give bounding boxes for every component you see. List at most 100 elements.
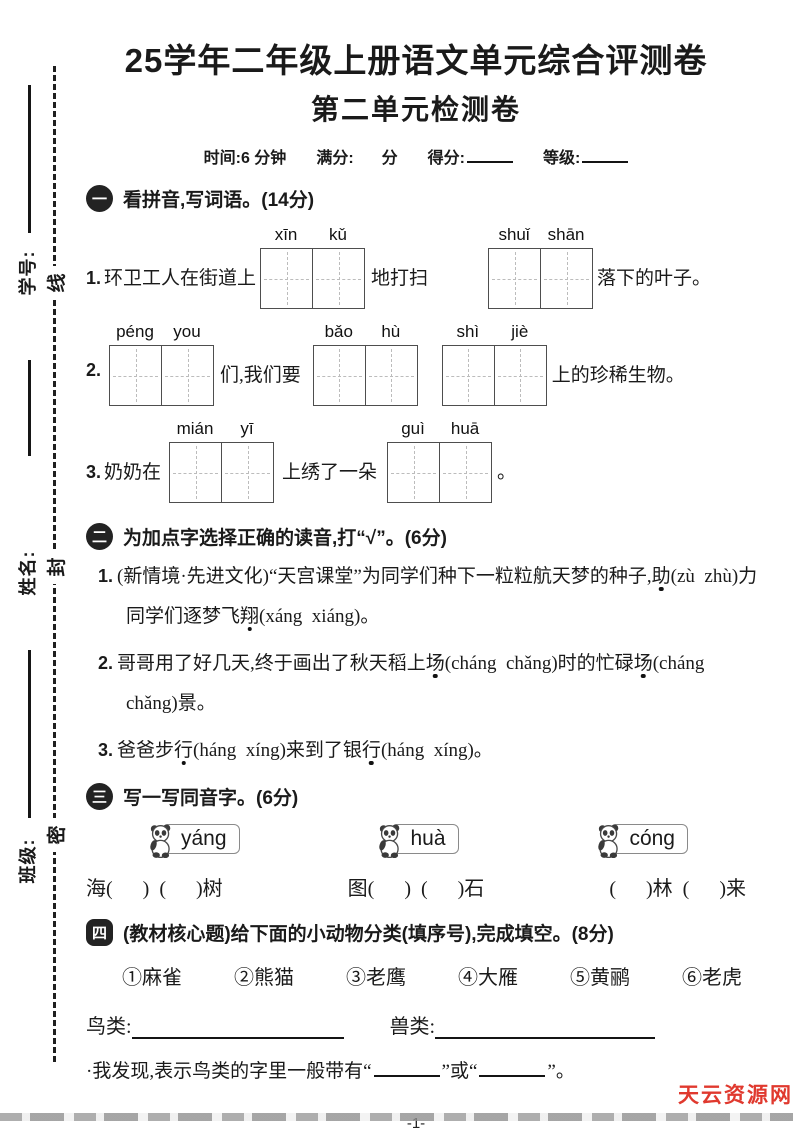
writing-cell[interactable] <box>221 443 273 502</box>
pinyin-tag-label: huà <box>410 827 446 850</box>
beast-answer-blank[interactable] <box>435 1015 656 1039</box>
section-3-header: 三 写一写同音字。(6分) <box>86 783 746 810</box>
writing-box-pair: mián yī <box>169 419 275 503</box>
animal-options-row: ①麻雀 ②熊猫 ③老鹰 ④大雁 ⑤黄鹂 ⑥老虎 <box>86 961 746 990</box>
student-id-blank-line[interactable] <box>28 85 31 233</box>
watermark: 天云资源网 <box>678 1084 793 1107</box>
writing-cell[interactable] <box>443 346 494 405</box>
section-4-header: 四 (教材核心题)给下面的小动物分类(填序号),完成填空。(8分) <box>86 919 746 946</box>
pinyin-label: péng <box>116 322 154 341</box>
panda-icon <box>598 824 619 858</box>
pinyin-label: yī <box>240 419 254 438</box>
homophone-tag-yang: yáng <box>150 824 240 858</box>
question-text: 们,我们要 <box>220 365 301 386</box>
section-2-badge: 二 <box>86 523 113 550</box>
writing-cell[interactable] <box>493 346 546 405</box>
reading-question: 2.哥哥用了好几天,终于画出了秋天稻上场(cháng chǎng)时的忙碌场(c… <box>98 653 714 714</box>
name-blank-line[interactable] <box>28 360 31 456</box>
question-text: 2. <box>86 360 102 380</box>
beast-label: 兽类: <box>389 1016 436 1038</box>
pinyin-label: guì <box>401 419 425 438</box>
writing-cell[interactable] <box>170 443 221 502</box>
pinyin-label: hù <box>381 322 401 341</box>
pinyin-label: xīn <box>274 225 298 244</box>
homophone-answer-row: 海( ) ( )树 图( ) ( )石 ( )林 ( )来 <box>86 872 746 901</box>
section-2-header: 二 为加点字选择正确的读音,打“√”。(6分) <box>86 523 746 550</box>
question-text: 1.环卫工人在街道上 <box>86 268 257 289</box>
animal-option: ①麻雀 <box>122 967 182 989</box>
bird-label: 鸟类: <box>86 1016 132 1038</box>
exam-info-line: 时间:6 分钟 满分:分 得分: 等级: <box>86 144 746 168</box>
discover-blank-1[interactable] <box>373 1056 440 1077</box>
reading-question: 1.(新情境·先进文化)“天宫课堂”为同学们种下一粒粒航天梦的种子,助(zù z… <box>98 566 758 627</box>
question-1-row: 1.环卫工人在街道上 xīn kǔ 地打扫 shuǐ shān 落下的叶子。 <box>86 225 746 309</box>
score-label: 得分: <box>428 144 514 168</box>
pinyin-label: huā <box>450 419 480 438</box>
section-1-badge: 一 <box>86 185 113 212</box>
grade-label: 等级: <box>543 144 629 168</box>
question-text: 3.奶奶在 <box>86 462 162 483</box>
pinyin-label: bǎo <box>324 322 353 341</box>
writing-cell[interactable] <box>161 346 213 405</box>
time-label: 时间:6 分钟 <box>203 150 287 167</box>
section-3-badge: 三 <box>86 783 113 810</box>
seal-char-feng: 封 <box>38 550 72 584</box>
writing-cell[interactable] <box>489 249 540 308</box>
question-text: 落下的叶子。 <box>597 268 712 289</box>
animal-option: ④大雁 <box>458 967 518 989</box>
writing-cell[interactable] <box>314 346 365 405</box>
writing-cell[interactable] <box>388 443 439 502</box>
question-text: 上的珍稀生物。 <box>551 365 685 386</box>
writing-cell[interactable] <box>439 443 491 502</box>
animal-option: ⑤黄鹂 <box>570 967 630 989</box>
pinyin-label: shuǐ <box>498 225 530 244</box>
writing-cell[interactable] <box>364 346 417 405</box>
seal-char-xian: 线 <box>38 266 72 300</box>
homophone-group[interactable]: ( )林 ( )来 <box>609 878 746 900</box>
score-blank[interactable] <box>467 145 514 163</box>
section-2-title: 为加点字选择正确的读音,打“√”。(6分) <box>123 528 447 549</box>
discover-blank-2[interactable] <box>479 1056 546 1077</box>
pinyin-label: mián <box>176 419 214 438</box>
pinyin-label: kǔ <box>329 225 348 244</box>
page-subtitle: 第二单元检测卷 <box>310 94 521 125</box>
class-blank-line[interactable] <box>28 650 31 818</box>
seal-margin: 学号: 姓名: 班级: 线 封 密 <box>0 0 80 1121</box>
homophone-group[interactable]: 海( ) ( )树 <box>86 878 223 900</box>
writing-cell[interactable] <box>261 249 312 308</box>
pinyin-tag-label: cóng <box>629 827 675 850</box>
section-1-title: 看拼音,写词语。(14分) <box>123 190 315 211</box>
animal-option: ⑥老虎 <box>682 967 742 989</box>
section-4-badge: 四 <box>86 919 113 946</box>
homophone-tag-hua: huà <box>379 824 459 858</box>
homophone-group[interactable]: 图( ) ( )石 <box>347 878 485 900</box>
writing-box-pair: bǎo hù <box>312 322 418 406</box>
homophone-tag-cong: cóng <box>598 824 688 858</box>
section-1-header: 一 看拼音,写词语。(14分) <box>86 185 746 212</box>
full-score-label: 满分:分 <box>316 150 398 167</box>
pinyin-label: jiè <box>511 322 529 341</box>
panda-icon <box>150 824 171 858</box>
exam-paper: 25学年二年级上册语文单元综合评测卷 第二单元检测卷 时间:6 分钟 满分:分 … <box>86 0 757 1132</box>
pinyin-label: shān <box>547 225 585 244</box>
question-text: 地打扫 <box>371 268 429 289</box>
section-4-title: (教材核心题)给下面的小动物分类(填序号),完成填空。(8分) <box>123 924 614 945</box>
writing-cell[interactable] <box>312 249 364 308</box>
discover-line: ·我发现,表示鸟类的字里一般带有“”或“”。 <box>86 1055 746 1089</box>
page-title: 25学年二年级上册语文单元综合评测卷 <box>124 42 708 79</box>
bird-answer-blank[interactable] <box>131 1015 344 1039</box>
reading-question: 3.爸爸步行(háng xíng)来到了银行(háng xíng)。 <box>98 740 493 761</box>
animal-option: ②熊猫 <box>234 967 294 989</box>
writing-cell[interactable] <box>540 249 592 308</box>
writing-cell[interactable] <box>110 346 161 405</box>
scan-cutoff-band <box>0 1113 793 1121</box>
section-3-title: 写一写同音字。(6分) <box>123 788 299 809</box>
panda-icon <box>379 824 400 858</box>
writing-box-pair: guì huā <box>387 419 493 503</box>
grade-blank[interactable] <box>582 145 629 163</box>
writing-box-pair: shuǐ shān <box>488 225 594 309</box>
